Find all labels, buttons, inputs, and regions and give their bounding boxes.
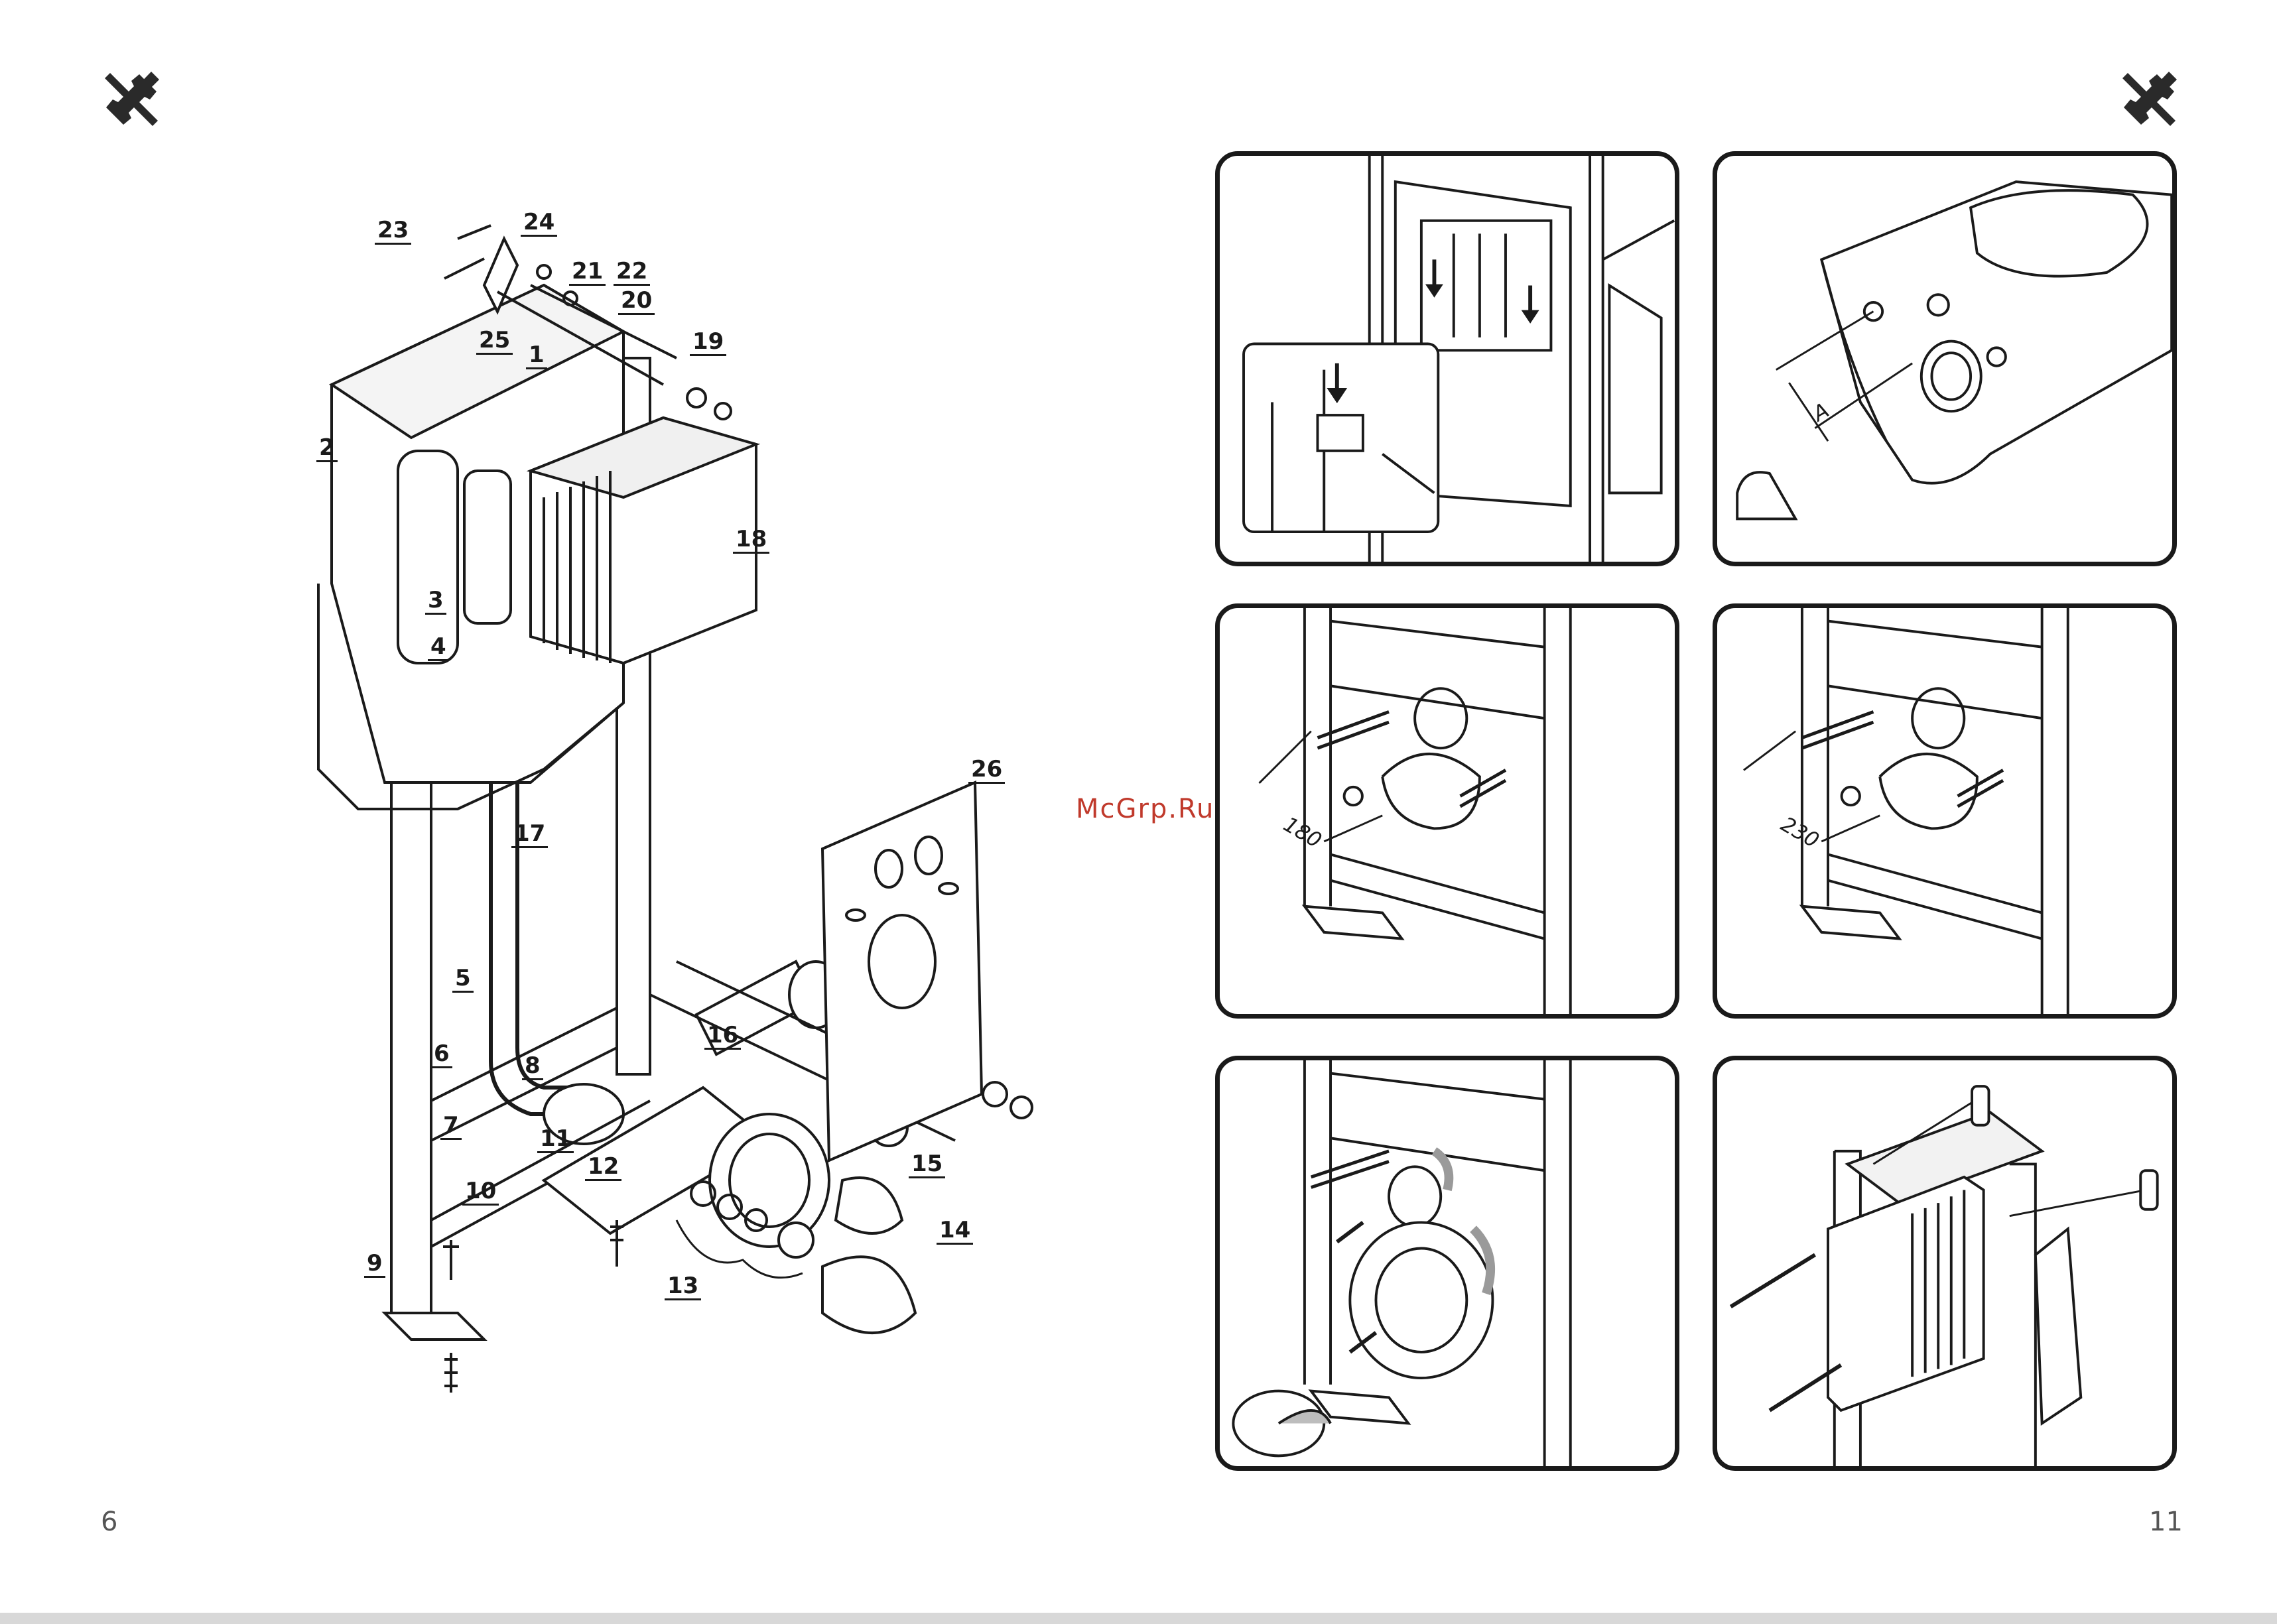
callout-7: 7: [440, 1114, 462, 1140]
panel-measure-wc-bowl: A: [1713, 151, 2177, 566]
panel-studs-180: 180: [1215, 603, 1679, 1019]
panel-flush-plate-detail: [1215, 151, 1679, 566]
callout-14: 14: [937, 1219, 973, 1245]
callout-10: 10: [462, 1180, 499, 1206]
callout-18: 18: [733, 528, 769, 554]
callout-9: 9: [364, 1252, 385, 1278]
callout-5: 5: [452, 967, 474, 993]
bottom-rule: [0, 1613, 2277, 1624]
panel-fit-drain-connectors: [1215, 1056, 1679, 1471]
callout-11: 11: [537, 1127, 574, 1153]
callout-20: 20: [618, 289, 655, 315]
callout-16: 16: [704, 1024, 741, 1050]
callout-12: 12: [585, 1155, 621, 1181]
callout-15: 15: [909, 1153, 945, 1178]
callout-19: 19: [690, 330, 726, 356]
callout-2: 2: [316, 436, 338, 462]
dimension-230: 230: [1777, 812, 1823, 853]
callout-3: 3: [425, 589, 446, 615]
callout-25: 25: [476, 329, 513, 355]
tools-icon: [2116, 66, 2182, 133]
dimension-a: A: [1808, 399, 1833, 427]
callout-22: 22: [614, 260, 650, 286]
callout-13: 13: [665, 1275, 701, 1300]
panel-wall-fixing: [1713, 1056, 2177, 1471]
page-number-right: 11: [2149, 1507, 2183, 1537]
tools-icon: [98, 66, 164, 133]
callout-23: 23: [375, 219, 411, 245]
page-number-left: 6: [101, 1507, 117, 1537]
callout-4: 4: [428, 635, 449, 661]
callout-1: 1: [526, 344, 547, 369]
callout-8: 8: [522, 1054, 543, 1080]
panel-studs-230: 230: [1713, 603, 2177, 1019]
watermark: McGrp.Ru: [1076, 794, 1214, 824]
dimension-180: 180: [1279, 812, 1326, 853]
exploded-frame-drawing: [292, 186, 1061, 1393]
callout-24: 24: [521, 211, 557, 237]
callout-21: 21: [569, 260, 606, 286]
callout-17: 17: [511, 822, 548, 848]
callout-26: 26: [968, 758, 1005, 784]
callout-6: 6: [431, 1042, 452, 1068]
